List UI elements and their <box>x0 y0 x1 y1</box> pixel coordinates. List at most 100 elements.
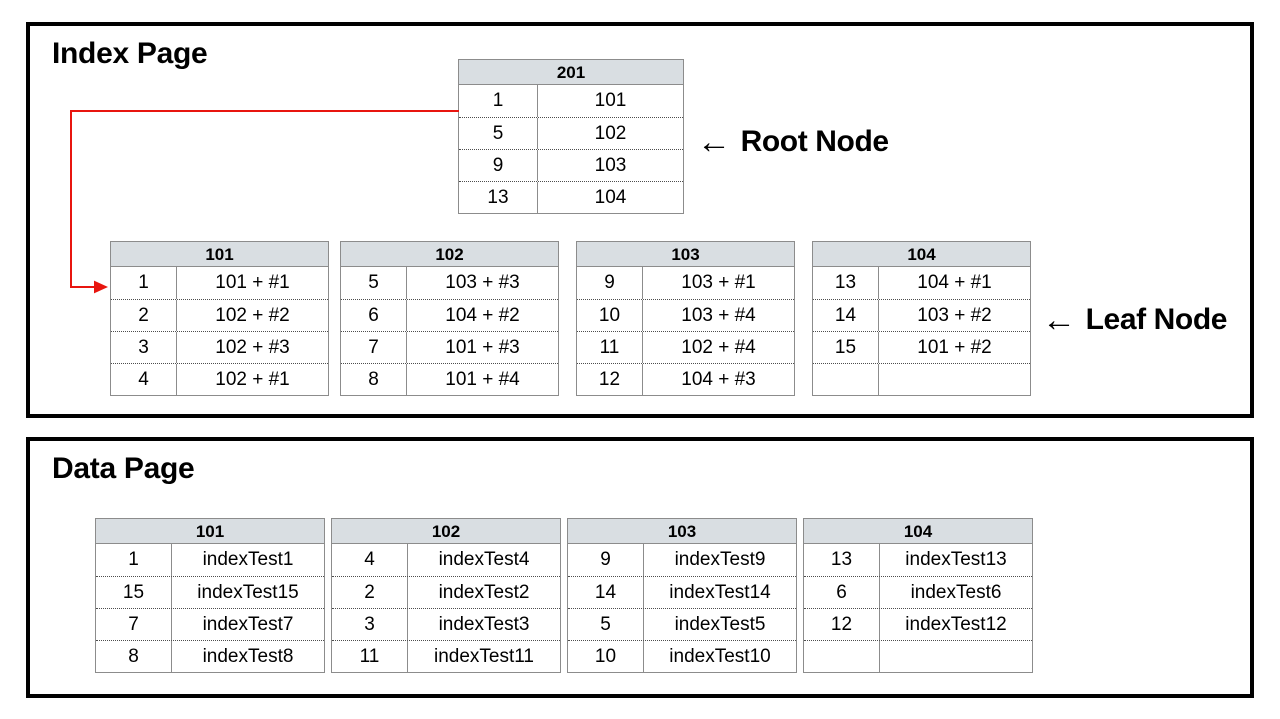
table-row: 2 102 + #2 <box>111 299 328 331</box>
leaf-node-table-101: 101 1 101 + #1 2 102 + #2 3 102 + #3 4 1… <box>110 241 329 396</box>
root-node-callout: ← Root Node <box>697 125 889 159</box>
root-node-rows: 1 101 5 102 9 103 13 104 <box>459 85 683 213</box>
table-row: 13 indexTest13 <box>804 544 1032 576</box>
cell-key: 13 <box>804 544 880 576</box>
cell-value: 102 <box>594 122 627 144</box>
table-row: 4 indexTest4 <box>332 544 560 576</box>
table-row: 3 102 + #3 <box>111 331 328 363</box>
leaf-node-callout-label: Leaf Node <box>1085 303 1228 336</box>
cell-key: 4 <box>111 364 177 395</box>
cell-key: 11 <box>577 332 643 363</box>
data-table-header: 101 <box>96 519 324 544</box>
cell-key <box>813 364 879 395</box>
cell-value: 102 + #2 <box>215 304 290 326</box>
cell-key: 1 <box>96 544 172 576</box>
table-row: 7 indexTest7 <box>96 608 324 640</box>
data-table-header: 103 <box>568 519 796 544</box>
cell-value: 101 + #3 <box>445 336 520 358</box>
data-page-table-102: 102 4 indexTest4 2 indexTest2 3 indexTes… <box>331 518 561 673</box>
cell-key: 3 <box>332 609 408 640</box>
cell-key: 2 <box>111 300 177 331</box>
table-row: 9 103 <box>459 149 683 181</box>
leaf-node-rows: 13 104 + #1 14 103 + #2 15 101 + #2 <box>813 267 1030 395</box>
cell-key: 11 <box>332 641 408 672</box>
table-row: 5 indexTest5 <box>568 608 796 640</box>
leaf-node-rows: 1 101 + #1 2 102 + #2 3 102 + #3 4 102 +… <box>111 267 328 395</box>
data-table-rows: 9 indexTest9 14 indexTest14 5 indexTest5… <box>568 544 796 672</box>
table-row: 7 101 + #3 <box>341 331 558 363</box>
data-table-header: 104 <box>804 519 1032 544</box>
table-row: 10 103 + #4 <box>577 299 794 331</box>
cell-key: 1 <box>459 85 538 117</box>
data-table-rows: 13 indexTest13 6 indexTest6 12 indexTest… <box>804 544 1032 672</box>
cell-value: indexTest4 <box>438 549 530 570</box>
table-row: 9 103 + #1 <box>577 267 794 299</box>
cell-key: 10 <box>577 300 643 331</box>
table-row: 5 103 + #3 <box>341 267 558 299</box>
table-row: 2 indexTest2 <box>332 576 560 608</box>
root-node-header: 201 <box>459 60 683 85</box>
root-node-callout-label: Root Node <box>740 125 889 158</box>
leaf-node-table-102: 102 5 103 + #3 6 104 + #2 7 101 + #3 8 1… <box>340 241 559 396</box>
table-row <box>813 363 1030 395</box>
leaf-node-table-103: 103 9 103 + #1 10 103 + #4 11 102 + #4 1… <box>576 241 795 396</box>
root-node-table: 201 1 101 5 102 9 103 13 104 <box>458 59 684 214</box>
cell-key: 5 <box>568 609 644 640</box>
cell-value: 101 <box>594 90 627 111</box>
table-row: 15 indexTest15 <box>96 576 324 608</box>
cell-key: 12 <box>577 364 643 395</box>
table-row: 10 indexTest10 <box>568 640 796 672</box>
cell-key: 6 <box>341 300 407 331</box>
cell-key: 7 <box>96 609 172 640</box>
table-row: 13 104 + #1 <box>813 267 1030 299</box>
cell-key: 9 <box>577 267 643 299</box>
cell-value <box>879 364 1030 395</box>
table-row: 6 indexTest6 <box>804 576 1032 608</box>
cell-key: 10 <box>568 641 644 672</box>
table-row: 9 indexTest9 <box>568 544 796 576</box>
table-row: 8 indexTest8 <box>96 640 324 672</box>
table-row: 1 indexTest1 <box>96 544 324 576</box>
cell-value: indexTest2 <box>438 581 530 603</box>
cell-key: 14 <box>568 577 644 608</box>
cell-key: 15 <box>96 577 172 608</box>
cell-key: 3 <box>111 332 177 363</box>
table-row: 3 indexTest3 <box>332 608 560 640</box>
table-row: 13 104 <box>459 181 683 213</box>
leaf-node-header: 103 <box>577 242 794 267</box>
table-row: 15 101 + #2 <box>813 331 1030 363</box>
cell-value: indexTest3 <box>438 613 530 635</box>
cell-value: indexTest5 <box>674 613 766 635</box>
data-page-title: Data Page <box>52 452 195 485</box>
cell-key: 4 <box>332 544 408 576</box>
cell-value: 102 + #4 <box>681 336 756 358</box>
data-page-table-103: 103 9 indexTest9 14 indexTest14 5 indexT… <box>567 518 797 673</box>
leaf-node-callout: ← Leaf Node <box>1042 303 1227 337</box>
cell-value: 103 + #3 <box>445 272 520 293</box>
cell-key: 12 <box>804 609 880 640</box>
cell-key <box>804 641 880 672</box>
cell-key: 9 <box>459 150 538 181</box>
table-row: 12 104 + #3 <box>577 363 794 395</box>
cell-key: 14 <box>813 300 879 331</box>
cell-value: 101 + #4 <box>445 368 520 390</box>
leaf-node-rows: 5 103 + #3 6 104 + #2 7 101 + #3 8 101 +… <box>341 267 558 395</box>
data-table-rows: 1 indexTest1 15 indexTest15 7 indexTest7… <box>96 544 324 672</box>
data-table-rows: 4 indexTest4 2 indexTest2 3 indexTest3 1… <box>332 544 560 672</box>
leaf-node-table-104: 104 13 104 + #1 14 103 + #2 15 101 + #2 <box>812 241 1031 396</box>
cell-value: 101 + #1 <box>215 272 290 293</box>
data-table-header: 102 <box>332 519 560 544</box>
table-row: 5 102 <box>459 117 683 149</box>
cell-key: 1 <box>111 267 177 299</box>
leaf-node-header: 102 <box>341 242 558 267</box>
cell-key: 2 <box>332 577 408 608</box>
table-row: 1 101 + #1 <box>111 267 328 299</box>
data-page-table-101: 101 1 indexTest1 15 indexTest15 7 indexT… <box>95 518 325 673</box>
cell-value: 104 + #2 <box>445 304 520 326</box>
index-page-title: Index Page <box>52 37 208 70</box>
leaf-node-rows: 9 103 + #1 10 103 + #4 11 102 + #4 12 10… <box>577 267 794 395</box>
cell-value: 104 + #1 <box>917 272 992 293</box>
cell-value: 101 + #2 <box>917 336 992 358</box>
cell-key: 13 <box>459 182 538 213</box>
cell-key: 6 <box>804 577 880 608</box>
